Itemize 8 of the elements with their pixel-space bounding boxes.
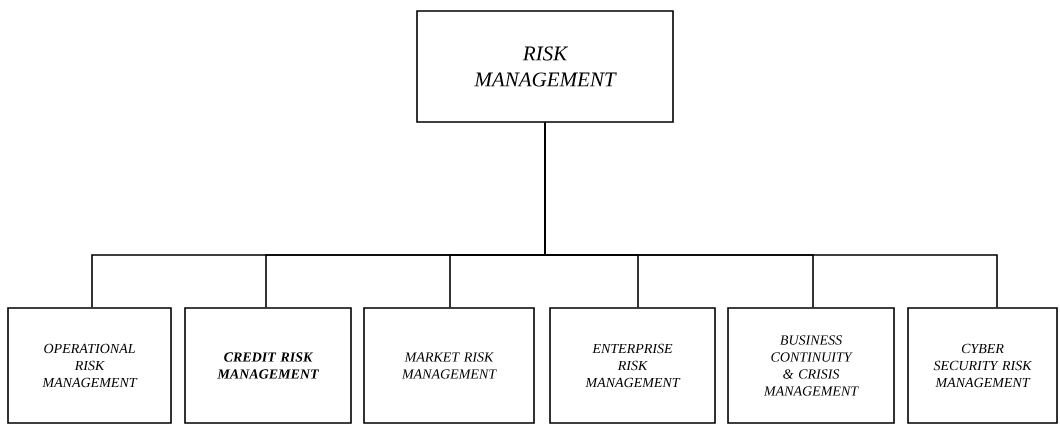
category-box: MARKET RISK MANAGEMENT — [363, 307, 535, 424]
category-box: BUSINESS CONTINUITY & CRISIS MANAGEMENT — [727, 307, 895, 424]
category-box: CREDIT RISK MANAGEMENT — [184, 307, 352, 424]
category-box: OPERATIONAL RISK MANAGEMENT — [7, 307, 172, 424]
category-box: CYBER SECURITY RISK MANAGEMENT — [907, 307, 1058, 424]
category-box: ENTERPRISE RISK MANAGEMENT — [549, 307, 716, 424]
connector-line — [544, 122, 998, 308]
box: RISK MANAGEMENT — [416, 10, 674, 123]
